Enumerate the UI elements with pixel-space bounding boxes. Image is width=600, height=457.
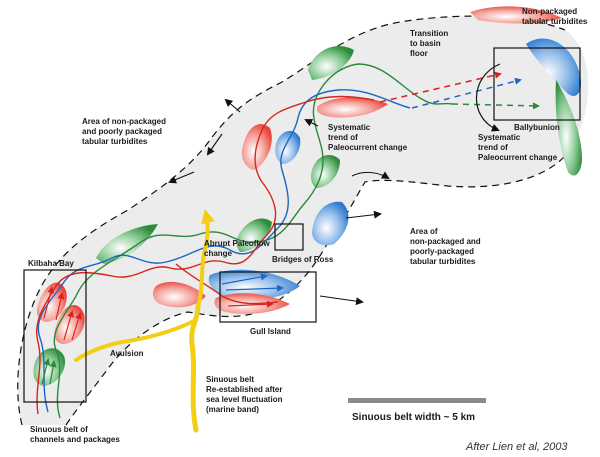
flow-arrow-blue-gull-2	[225, 284, 284, 292]
label-systematic-right-line2: trend of	[478, 143, 508, 152]
label-area-right-line3: poorly-packaged	[410, 247, 474, 256]
ballybunion-box	[493, 47, 581, 121]
flow-arrow-red-3	[63, 310, 74, 341]
label-area-non-packaged-right: Area of non-packaged and poorly-packaged…	[410, 227, 483, 266]
label-area-left-line2: and poorly packaged	[82, 127, 162, 136]
kilbaha-bay-box	[23, 269, 87, 403]
trend-arc-ballybunion	[475, 63, 501, 132]
flow-arrow-blue-gull-1	[221, 273, 268, 285]
label-scale-bar: Sinuous belt width ~ 5 km	[352, 412, 475, 423]
leader-left-area-2	[206, 133, 223, 156]
lobe-green-kilbaha	[33, 348, 66, 386]
label-systematic-trend-center: Systematic trend of Paleocurrent change	[328, 123, 408, 152]
lobe-green-center	[311, 155, 340, 188]
dashed-flow-red	[379, 71, 502, 103]
label-non-packaged-line2: tabular turbidites	[522, 17, 588, 26]
label-systematic-center-line2: trend of	[328, 133, 358, 142]
label-area-right-line2: non-packaged and	[410, 237, 481, 246]
label-systematic-trend-right: Systematic trend of Paleocurrent change	[478, 133, 558, 162]
lobe-blue-gull	[208, 269, 300, 300]
label-systematic-center-line3: Paleocurrent change	[328, 143, 408, 152]
lobe-blue-bridges	[312, 201, 349, 246]
label-sinuous-belt-reestablished: Sinuous belt Re-established after sea le…	[206, 375, 285, 414]
label-transition-line1: Transition	[410, 29, 448, 38]
leader-systematic-center	[304, 119, 319, 127]
label-area-right-line1: Area of	[410, 227, 438, 236]
label-transition-basin-floor: Transition to basin floor	[410, 29, 450, 58]
label-systematic-center-line1: Systematic	[328, 123, 371, 132]
flow-arrow-green-1	[41, 358, 51, 385]
flow-arrow-red-4	[71, 312, 82, 341]
scale-bar	[348, 398, 486, 403]
flow-arrow-red-2	[55, 292, 65, 321]
channel-red-gull	[175, 263, 279, 305]
label-abrupt-paleoflow-line2: change	[204, 249, 233, 258]
gull-island-box	[219, 271, 317, 323]
label-area-non-packaged-left: Area of non-packaged and poorly packaged…	[82, 117, 168, 146]
dashed-flow-green	[451, 102, 540, 110]
sinuous-belt-band	[17, 16, 589, 425]
lobe-green-abrupt	[236, 218, 272, 252]
label-credit: After Lien et al, 2003	[465, 441, 568, 453]
leader-right-area-1	[351, 171, 390, 180]
yellow-avulsion-arrow	[74, 318, 198, 362]
label-area-left-line1: Area of non-packaged	[82, 117, 166, 126]
lobe-red-gull-left	[152, 281, 206, 308]
flow-arrow-green-2	[49, 360, 57, 385]
lobe-green-transition	[308, 46, 354, 80]
yellow-reestablished-path	[189, 303, 201, 433]
dashed-flow-blue	[411, 77, 522, 109]
label-non-packaged-line1: Non-packaged	[522, 7, 577, 16]
leader-right-area-3	[319, 295, 364, 306]
flow-arrow-red-gull	[227, 300, 274, 308]
flow-arrow-red-1	[43, 286, 55, 319]
lobe-blue-ballybunion	[526, 38, 582, 96]
label-kilbaha-bay: Kilbaha Bay	[28, 259, 74, 268]
label-reestablished-line4: (marine band)	[206, 405, 259, 414]
channel-blue	[37, 89, 411, 413]
label-systematic-right-line3: Paleocurrent change	[478, 153, 558, 162]
label-abrupt-paleoflow: Abrupt Paleoflow change	[204, 239, 272, 258]
label-avulsion: Avulsion	[110, 349, 144, 358]
label-reestablished-line2: Re-established after	[206, 385, 282, 394]
label-non-packaged-tabular: Non-packaged tabular turbidites	[522, 7, 588, 26]
bridges-of-ross-box	[274, 223, 304, 251]
channel-green	[53, 63, 453, 419]
leader-right-area-2	[345, 210, 382, 219]
label-area-left-line3: tabular turbidites	[82, 137, 148, 146]
label-transition-line3: floor	[410, 49, 428, 58]
label-sinuous-belt-channels-line2: channels and packages	[30, 435, 120, 444]
lobe-red-ballybunion	[470, 6, 562, 24]
label-gull-island: Gull Island	[250, 327, 291, 336]
label-abrupt-paleoflow-line1: Abrupt Paleoflow	[204, 239, 271, 248]
label-systematic-right-line1: Systematic	[478, 133, 521, 142]
yellow-paleoflow-arrow	[196, 209, 215, 308]
label-sinuous-belt-channels: Sinuous belt of channels and packages	[30, 425, 120, 444]
label-bridges-of-ross: Bridges of Ross	[272, 255, 334, 264]
label-transition-line2: to basin	[410, 39, 441, 48]
lobe-green-upper-left	[96, 224, 158, 264]
label-reestablished-line1: Sinuous belt	[206, 375, 254, 384]
leader-left-area-3	[168, 171, 195, 184]
belt-outline-inner	[65, 149, 571, 426]
leader-left-area-1	[224, 98, 241, 113]
lobe-red-systematic	[316, 97, 388, 118]
label-area-right-line4: tabular turbidites	[410, 257, 476, 266]
label-sinuous-belt-channels-line1: Sinuous belt of	[30, 425, 88, 434]
label-ballybunion: Ballybunion	[514, 123, 560, 132]
channel-red	[36, 95, 375, 415]
lobe-green-ballybunion	[555, 80, 582, 176]
label-reestablished-line3: sea level fluctuation	[206, 395, 283, 404]
